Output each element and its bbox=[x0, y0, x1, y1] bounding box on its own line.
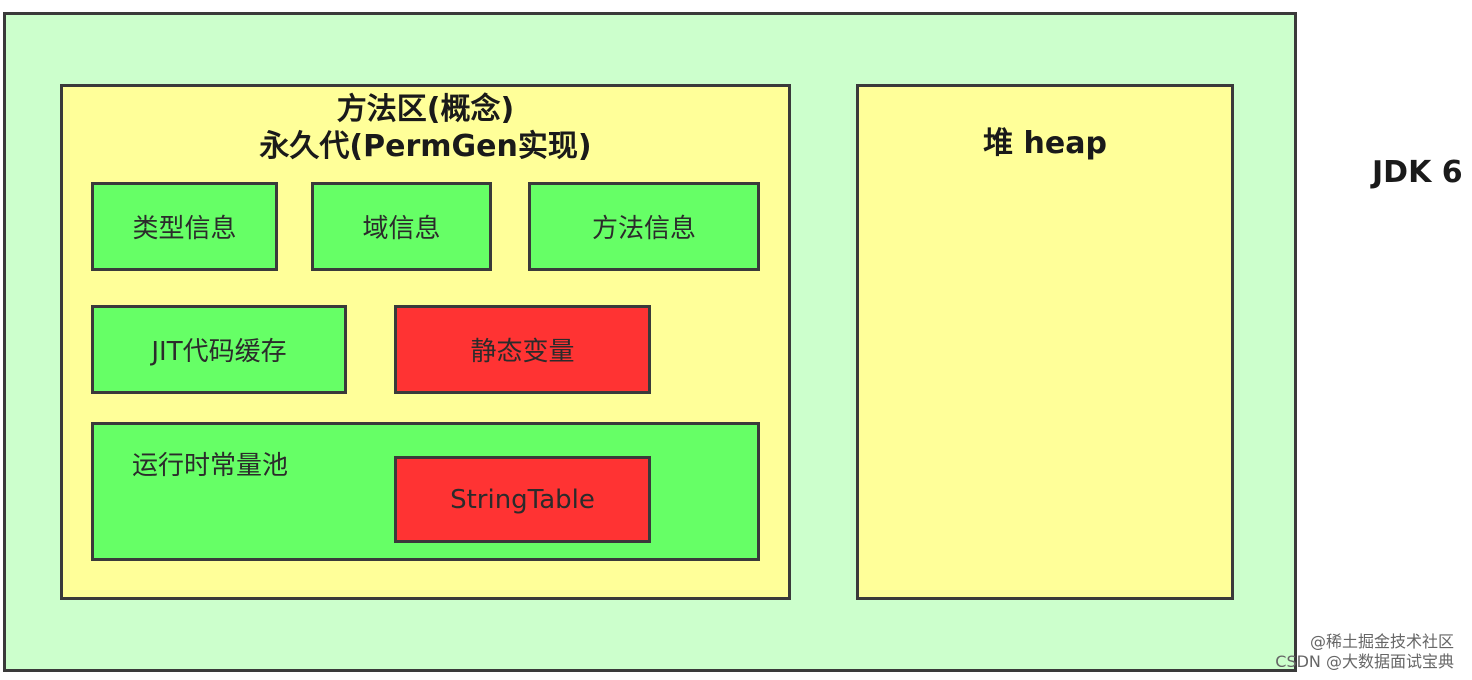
heap-container bbox=[856, 84, 1234, 600]
static-variables-label: 静态变量 bbox=[470, 337, 575, 367]
runtime-constant-pool-label: 运行时常量池 bbox=[132, 451, 289, 481]
method-area-subtitle: 永久代(PermGen实现) bbox=[259, 129, 592, 164]
watermark-line-2: CSDN @大数据面试宝典 bbox=[1275, 652, 1454, 671]
method-info-box: 方法信息 bbox=[528, 182, 760, 271]
field-info-box: 域信息 bbox=[311, 182, 492, 271]
field-info-label: 域信息 bbox=[362, 214, 441, 244]
jit-cache-box: JIT代码缓存 bbox=[91, 305, 347, 394]
method-info-label: 方法信息 bbox=[591, 214, 696, 244]
static-variables-box: 静态变量 bbox=[394, 305, 651, 394]
jdk-version-label: JDK 6 bbox=[1372, 155, 1463, 190]
string-table-label: StringTable bbox=[450, 484, 595, 515]
type-info-label: 类型信息 bbox=[132, 214, 237, 244]
method-area-title: 方法区(概念) bbox=[336, 92, 515, 127]
watermark-line-1: @稀土掘金技术社区 bbox=[1309, 632, 1454, 651]
string-table-box: StringTable bbox=[394, 456, 651, 543]
type-info-box: 类型信息 bbox=[91, 182, 278, 271]
jit-cache-label: JIT代码缓存 bbox=[151, 337, 287, 367]
watermark: @稀土掘金技术社区 CSDN @大数据面试宝典 bbox=[1275, 632, 1454, 672]
heap-title: 堆 heap bbox=[983, 126, 1107, 161]
